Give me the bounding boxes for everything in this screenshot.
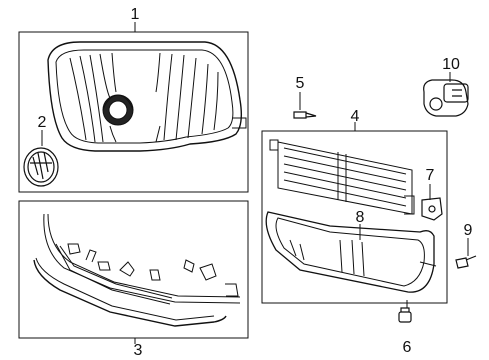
callout-2: 2 bbox=[38, 114, 47, 131]
leader-lines bbox=[41, 22, 469, 344]
callout-3: 3 bbox=[134, 342, 143, 359]
callout-7: 7 bbox=[426, 167, 435, 184]
callout-1: 1 bbox=[131, 6, 140, 23]
callout-6: 6 bbox=[403, 339, 412, 356]
push-pin-9 bbox=[455, 255, 477, 269]
clip-6 bbox=[398, 307, 412, 323]
actuator-bracket-7 bbox=[421, 197, 443, 221]
callout-5: 5 bbox=[296, 75, 305, 92]
shutter-frame bbox=[265, 211, 437, 293]
actuator-motor-10 bbox=[423, 79, 469, 117]
callout-8: 8 bbox=[356, 209, 365, 226]
push-pin-5 bbox=[293, 111, 317, 119]
emblem bbox=[23, 147, 59, 187]
callout-4: 4 bbox=[351, 108, 360, 125]
shutter-assembly bbox=[269, 139, 415, 215]
molding-group-box bbox=[18, 200, 249, 339]
lower-molding bbox=[33, 213, 241, 327]
callout-9: 9 bbox=[464, 222, 473, 239]
grille-assembly bbox=[47, 41, 247, 152]
grille-group-box bbox=[18, 31, 249, 193]
callout-10: 10 bbox=[442, 56, 460, 73]
